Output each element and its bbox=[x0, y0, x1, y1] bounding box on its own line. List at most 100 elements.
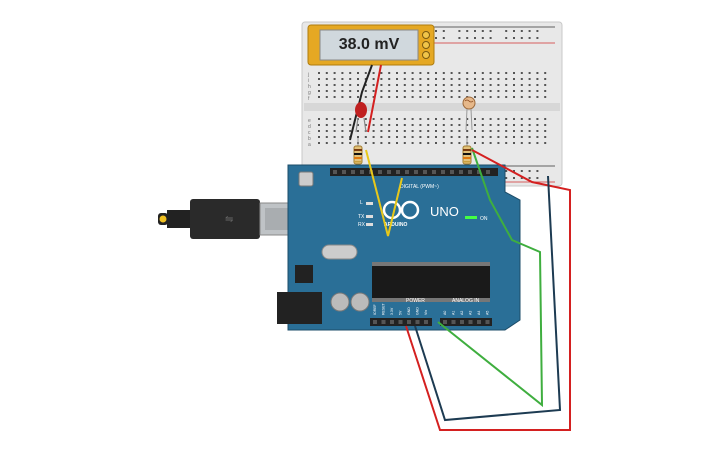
breadboard-hole[interactable] bbox=[481, 96, 484, 98]
breadboard-hole[interactable] bbox=[489, 142, 492, 144]
breadboard-hole[interactable] bbox=[520, 118, 523, 120]
breadboard-hole[interactable] bbox=[489, 84, 492, 86]
breadboard-hole[interactable] bbox=[427, 136, 430, 138]
breadboard-rail-hole[interactable] bbox=[520, 37, 523, 39]
breadboard-hole[interactable] bbox=[419, 78, 422, 80]
breadboard-hole[interactable] bbox=[489, 78, 492, 80]
digital-pin[interactable] bbox=[432, 170, 436, 174]
breadboard-hole[interactable] bbox=[388, 142, 391, 144]
breadboard-hole[interactable] bbox=[403, 84, 406, 86]
breadboard-hole[interactable] bbox=[520, 130, 523, 132]
breadboard-hole[interactable] bbox=[388, 136, 391, 138]
breadboard-hole[interactable] bbox=[505, 84, 508, 86]
breadboard-hole[interactable] bbox=[325, 90, 328, 92]
breadboard-hole[interactable] bbox=[349, 124, 352, 126]
breadboard-hole[interactable] bbox=[505, 78, 508, 80]
breadboard-hole[interactable] bbox=[396, 96, 398, 98]
breadboard-hole[interactable] bbox=[372, 136, 375, 138]
breadboard-hole[interactable] bbox=[333, 78, 336, 80]
breadboard-hole[interactable] bbox=[474, 96, 476, 98]
breadboard-hole[interactable] bbox=[357, 72, 359, 74]
breadboard-hole[interactable] bbox=[419, 72, 422, 74]
breadboard-hole[interactable] bbox=[544, 72, 547, 74]
breadboard-hole[interactable] bbox=[435, 72, 437, 74]
breadboard-hole[interactable] bbox=[450, 90, 453, 92]
breadboard-hole[interactable] bbox=[513, 136, 515, 138]
breadboard-hole[interactable] bbox=[528, 90, 531, 92]
breadboard-hole[interactable] bbox=[380, 96, 383, 98]
breadboard-hole[interactable] bbox=[497, 96, 500, 98]
breadboard-hole[interactable] bbox=[481, 142, 484, 144]
breadboard-hole[interactable] bbox=[505, 90, 508, 92]
yellow-wire[interactable] bbox=[365, 149, 403, 237]
analog-pin[interactable] bbox=[460, 320, 464, 324]
breadboard-hole[interactable] bbox=[528, 118, 531, 120]
breadboard-hole[interactable] bbox=[427, 96, 430, 98]
breadboard-hole[interactable] bbox=[380, 124, 383, 126]
multimeter-red-probe-wire[interactable] bbox=[367, 64, 382, 133]
breadboard-hole[interactable] bbox=[489, 90, 492, 92]
breadboard-hole[interactable] bbox=[388, 90, 391, 92]
breadboard-hole[interactable] bbox=[427, 84, 430, 86]
breadboard-hole[interactable] bbox=[325, 124, 328, 126]
breadboard-hole[interactable] bbox=[474, 142, 476, 144]
breadboard-hole[interactable] bbox=[411, 130, 414, 132]
breadboard-hole[interactable] bbox=[364, 142, 367, 144]
breadboard-hole[interactable] bbox=[466, 72, 469, 74]
breadboard-rail-hole[interactable] bbox=[466, 30, 469, 32]
breadboard-hole[interactable] bbox=[466, 124, 469, 126]
breadboard-hole[interactable] bbox=[442, 72, 445, 74]
breadboard-hole[interactable] bbox=[458, 124, 461, 126]
breadboard-hole[interactable] bbox=[318, 124, 320, 126]
breadboard-hole[interactable] bbox=[411, 90, 414, 92]
breadboard-hole[interactable] bbox=[505, 142, 508, 144]
breadboard-hole[interactable] bbox=[388, 72, 391, 74]
breadboard-hole[interactable] bbox=[474, 84, 476, 86]
breadboard-hole[interactable] bbox=[435, 96, 437, 98]
breadboard-hole[interactable] bbox=[435, 142, 437, 144]
digital-pin[interactable] bbox=[333, 170, 337, 174]
analog-pin[interactable] bbox=[477, 320, 481, 324]
breadboard-hole[interactable] bbox=[497, 130, 500, 132]
breadboard-hole[interactable] bbox=[396, 84, 398, 86]
breadboard-hole[interactable] bbox=[411, 78, 414, 80]
breadboard-hole[interactable] bbox=[403, 72, 406, 74]
breadboard-hole[interactable] bbox=[325, 84, 328, 86]
breadboard-hole[interactable] bbox=[536, 90, 539, 92]
breadboard-hole[interactable] bbox=[474, 90, 476, 92]
breadboard-hole[interactable] bbox=[536, 130, 539, 132]
breadboard-hole[interactable] bbox=[450, 72, 453, 74]
breadboard-hole[interactable] bbox=[333, 118, 336, 120]
breadboard-hole[interactable] bbox=[419, 142, 422, 144]
breadboard-rail-hole[interactable] bbox=[481, 30, 484, 32]
breadboard-rail-hole[interactable] bbox=[528, 177, 531, 179]
breadboard-hole[interactable] bbox=[325, 130, 328, 132]
digital-pin[interactable] bbox=[405, 170, 409, 174]
breadboard-hole[interactable] bbox=[450, 78, 453, 80]
breadboard-hole[interactable] bbox=[427, 124, 430, 126]
breadboard-hole[interactable] bbox=[341, 136, 344, 138]
breadboard-hole[interactable] bbox=[372, 96, 375, 98]
breadboard-hole[interactable] bbox=[489, 130, 492, 132]
breadboard-hole[interactable] bbox=[388, 96, 391, 98]
digital-pin[interactable] bbox=[459, 170, 463, 174]
breadboard-hole[interactable] bbox=[442, 84, 445, 86]
breadboard-hole[interactable] bbox=[458, 78, 461, 80]
breadboard-hole[interactable] bbox=[520, 142, 523, 144]
breadboard-hole[interactable] bbox=[333, 136, 336, 138]
breadboard-hole[interactable] bbox=[325, 96, 328, 98]
breadboard-hole[interactable] bbox=[349, 142, 352, 144]
breadboard-hole[interactable] bbox=[442, 130, 445, 132]
breadboard-hole[interactable] bbox=[528, 72, 531, 74]
breadboard-hole[interactable] bbox=[427, 78, 430, 80]
breadboard-hole[interactable] bbox=[419, 124, 422, 126]
digital-pin[interactable] bbox=[360, 170, 364, 174]
breadboard-hole[interactable] bbox=[388, 84, 391, 86]
reset-button[interactable] bbox=[298, 171, 314, 187]
breadboard-hole[interactable] bbox=[411, 84, 414, 86]
breadboard-hole[interactable] bbox=[333, 96, 336, 98]
multimeter-mode-v-button[interactable] bbox=[422, 41, 430, 49]
breadboard-hole[interactable] bbox=[481, 130, 484, 132]
breadboard-hole[interactable] bbox=[481, 90, 484, 92]
breadboard-hole[interactable] bbox=[325, 118, 328, 120]
